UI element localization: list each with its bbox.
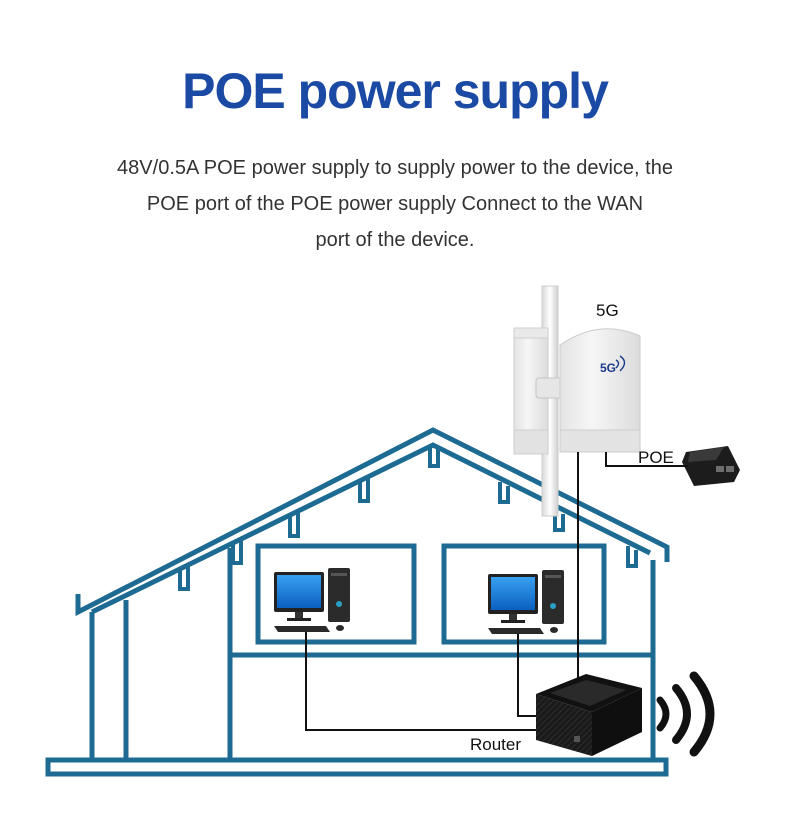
house-roof-inner <box>90 442 652 615</box>
desktop-computer-icon <box>274 568 350 632</box>
poe-label: POE <box>638 448 674 467</box>
house-ground <box>45 757 669 777</box>
cables <box>305 452 688 731</box>
desktop-computer-icon <box>488 570 564 634</box>
outdoor-cpe-device-icon: 5G <box>513 327 641 455</box>
router-label: Router <box>470 735 521 754</box>
roof-teeth <box>178 446 638 591</box>
cable-pc2-to-router <box>517 630 540 717</box>
description-line-2: POE port of the POE power supply Connect… <box>146 193 644 215</box>
description-line-1: 48V/0.5A POE power supply to supply powe… <box>117 157 673 179</box>
room-right <box>441 543 607 645</box>
description: 48V/0.5A POE power supply to supply powe… <box>80 150 710 258</box>
device-5g-label: 5G <box>596 301 619 320</box>
description-line-3: port of the device. <box>315 229 475 251</box>
poe-injector-icon <box>682 446 740 486</box>
cable-pc1-to-router <box>305 630 540 731</box>
wifi-signal-icon <box>656 671 715 757</box>
device-logo: 5G <box>600 361 616 375</box>
cable-cpe-to-poe <box>605 452 688 467</box>
router-icon <box>536 674 642 756</box>
page-title: POE power supply <box>182 63 609 119</box>
room-left <box>255 543 417 645</box>
house-roof-outer <box>75 427 670 617</box>
